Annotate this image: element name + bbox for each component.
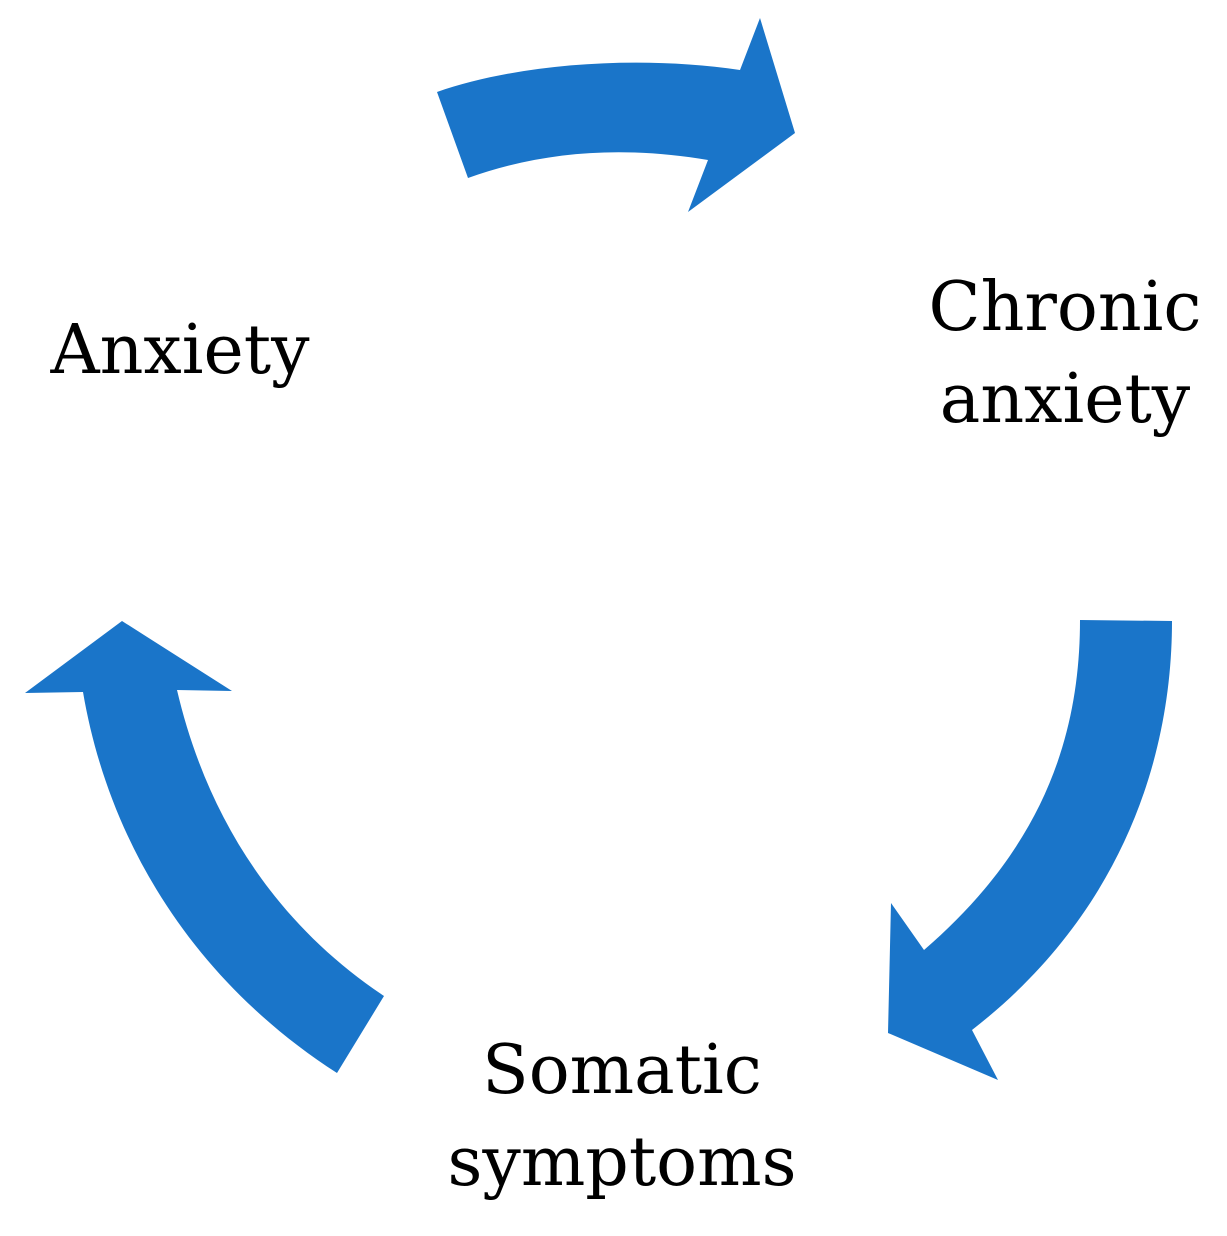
arrow-somatic-to-anxiety — [25, 621, 384, 1073]
node-somatic-symptoms-line-1: Somatic — [482, 1031, 762, 1110]
arrow-anxiety-to-chronic — [437, 18, 795, 212]
node-anxiety: Anxiety — [30, 305, 330, 397]
node-chronic-anxiety: Chronic anxiety — [905, 262, 1225, 446]
node-chronic-anxiety-line-2: anxiety — [939, 360, 1191, 439]
node-anxiety-line-1: Anxiety — [50, 311, 310, 390]
node-chronic-anxiety-line-1: Chronic — [928, 268, 1202, 347]
node-somatic-symptoms: Somatic symptoms — [432, 1025, 812, 1209]
node-somatic-symptoms-line-2: symptoms — [447, 1123, 797, 1202]
arrow-chronic-to-somatic — [888, 620, 1172, 1080]
